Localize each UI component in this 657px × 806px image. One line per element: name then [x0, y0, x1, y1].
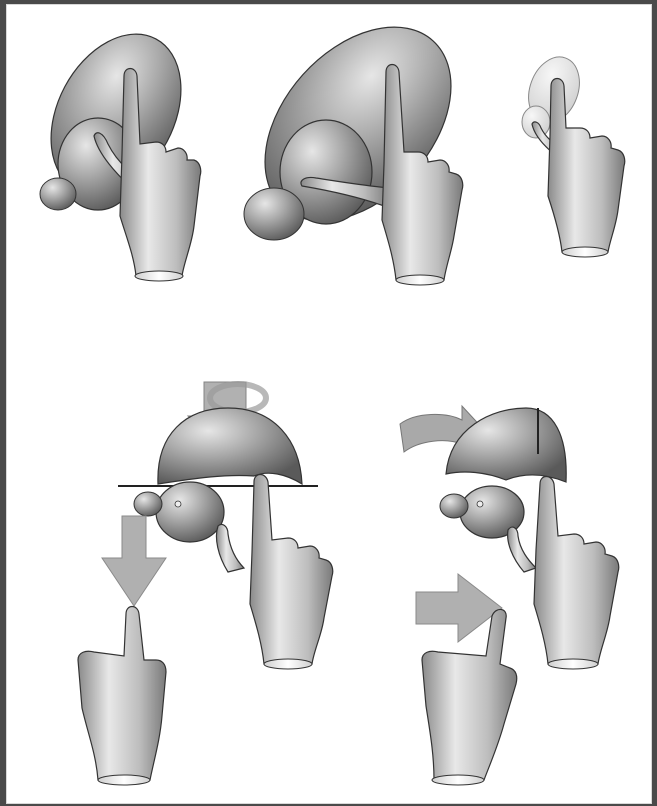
tail-shape	[244, 188, 304, 240]
eye-dot	[175, 501, 181, 507]
hand-icon	[250, 475, 333, 665]
eye-dot	[477, 501, 483, 507]
figure-canvas	[6, 4, 652, 804]
dome-shape	[158, 408, 302, 484]
head-shape	[156, 482, 224, 542]
arrow-down-icon	[102, 516, 166, 606]
tail-shape	[440, 494, 468, 518]
panel-pinch-small	[25, 12, 207, 281]
tail-shape	[40, 178, 76, 210]
pointing-hand-icon	[78, 607, 166, 781]
wrist-cuff	[548, 659, 598, 669]
gesture-illustration	[6, 4, 652, 804]
thumb	[508, 527, 536, 572]
wrist-cuff	[562, 247, 608, 257]
tail-shape	[134, 492, 162, 516]
panel-pinch-ghost	[520, 50, 625, 257]
wrist-cuff	[98, 775, 150, 785]
wrist-cuff	[396, 275, 444, 285]
panel-pinch-large	[228, 4, 488, 285]
panel-drag-down-cut	[78, 382, 333, 785]
wrist-cuff	[264, 659, 312, 669]
wrist-cuff	[432, 775, 484, 785]
panel-drag-right-rotate	[400, 406, 619, 785]
wrist-cuff	[135, 271, 183, 281]
hand-icon	[534, 477, 619, 665]
pointing-hand-icon	[422, 609, 517, 780]
thumb	[216, 524, 244, 572]
hand-icon	[548, 79, 625, 253]
